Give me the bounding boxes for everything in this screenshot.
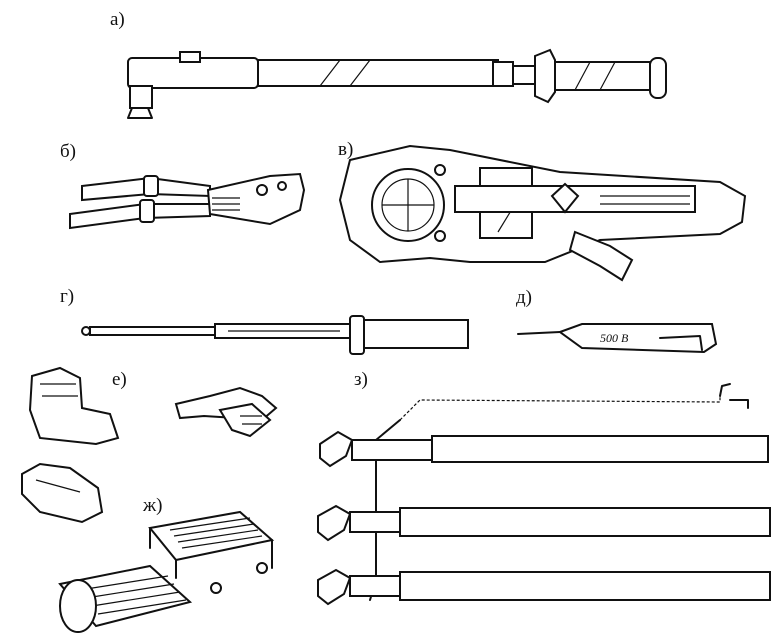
voltage-indicator-rod xyxy=(81,315,469,355)
tester-marking: 500 В xyxy=(600,331,629,345)
grounding-rod-3 xyxy=(317,568,771,606)
voltage-tester: 500 В xyxy=(517,323,718,354)
label-g: г) xyxy=(60,286,75,307)
clamp-meter xyxy=(338,144,747,282)
portable-grounding xyxy=(317,383,771,606)
dielectric-boots xyxy=(21,366,120,524)
insulating-stand xyxy=(148,510,275,594)
label-e: е) xyxy=(112,369,127,390)
label-v: в) xyxy=(338,139,354,160)
grounding-rod-2 xyxy=(317,504,771,542)
dielectric-gloves xyxy=(174,386,278,438)
label-d: д) xyxy=(516,287,532,308)
rubber-mat xyxy=(58,564,193,633)
insulating-rod xyxy=(127,48,667,119)
label-b: б) xyxy=(60,141,76,162)
label-zh: ж) xyxy=(143,495,163,516)
grounding-rod-1 xyxy=(319,430,769,468)
insulating-pliers xyxy=(69,172,306,230)
label-z: з) xyxy=(354,369,368,390)
label-a: а) xyxy=(110,9,125,30)
